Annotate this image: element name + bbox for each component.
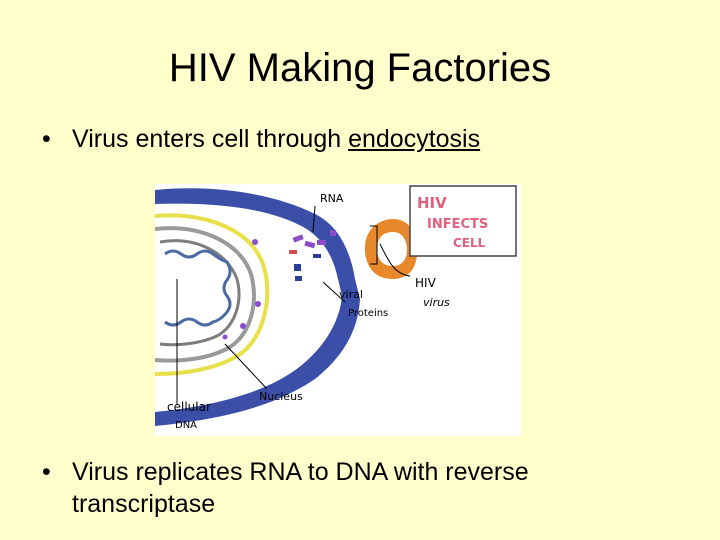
cell-membrane (155, 188, 360, 426)
nucleus-spot (255, 301, 261, 307)
bullet-marker: • (42, 123, 72, 155)
bullet-marker: • (42, 456, 72, 520)
chromatin-strand-inner (160, 241, 239, 345)
bullet-reverse-transcriptase: • Virus replicates RNA to DNA with rever… (42, 456, 632, 520)
label-nucleus: Nucleus (259, 390, 303, 403)
label-dna: DNA (175, 420, 197, 431)
bullet-endocytosis: • Virus enters cell through endocytosis (42, 123, 632, 155)
label-proteins: Proteins (348, 308, 388, 319)
label-viral: viral (339, 288, 363, 301)
viral-rna (289, 250, 297, 254)
viral-protein (330, 230, 336, 236)
hiv-infection-illustration: HIV INFECTS CELL RNA HIV virus viral Pro… (155, 184, 521, 436)
bullet-text: Virus enters cell through endocytosis (72, 123, 632, 155)
viral-protein (294, 264, 301, 271)
viral-protein (304, 241, 315, 248)
sign-line-3: CELL (453, 236, 486, 250)
label-hiv: HIV (415, 276, 437, 290)
label-rna: RNA (320, 192, 344, 205)
label-virus: virus (423, 296, 450, 309)
viral-protein (295, 276, 302, 281)
nucleus-spot (223, 335, 228, 340)
viral-protein (293, 234, 304, 242)
slide-title: HIV Making Factories (0, 42, 720, 94)
sign-line-1: HIV (417, 194, 447, 212)
sign-line-2: INFECTS (427, 217, 488, 232)
viral-protein (317, 240, 326, 245)
nucleus-envelope (155, 215, 267, 374)
hiv-virus-core (377, 232, 407, 266)
bullet-text: Virus replicates RNA to DNA with reverse… (72, 456, 632, 520)
bullet-text-lead: Virus enters cell through (72, 125, 348, 153)
nucleus-spot (252, 239, 258, 245)
endocytosis-term: endocytosis (348, 125, 480, 153)
cellular-dna-coil (165, 251, 230, 325)
label-cellular: cellular (167, 400, 211, 414)
viral-rna (313, 254, 321, 258)
nucleus-spot (240, 323, 246, 329)
